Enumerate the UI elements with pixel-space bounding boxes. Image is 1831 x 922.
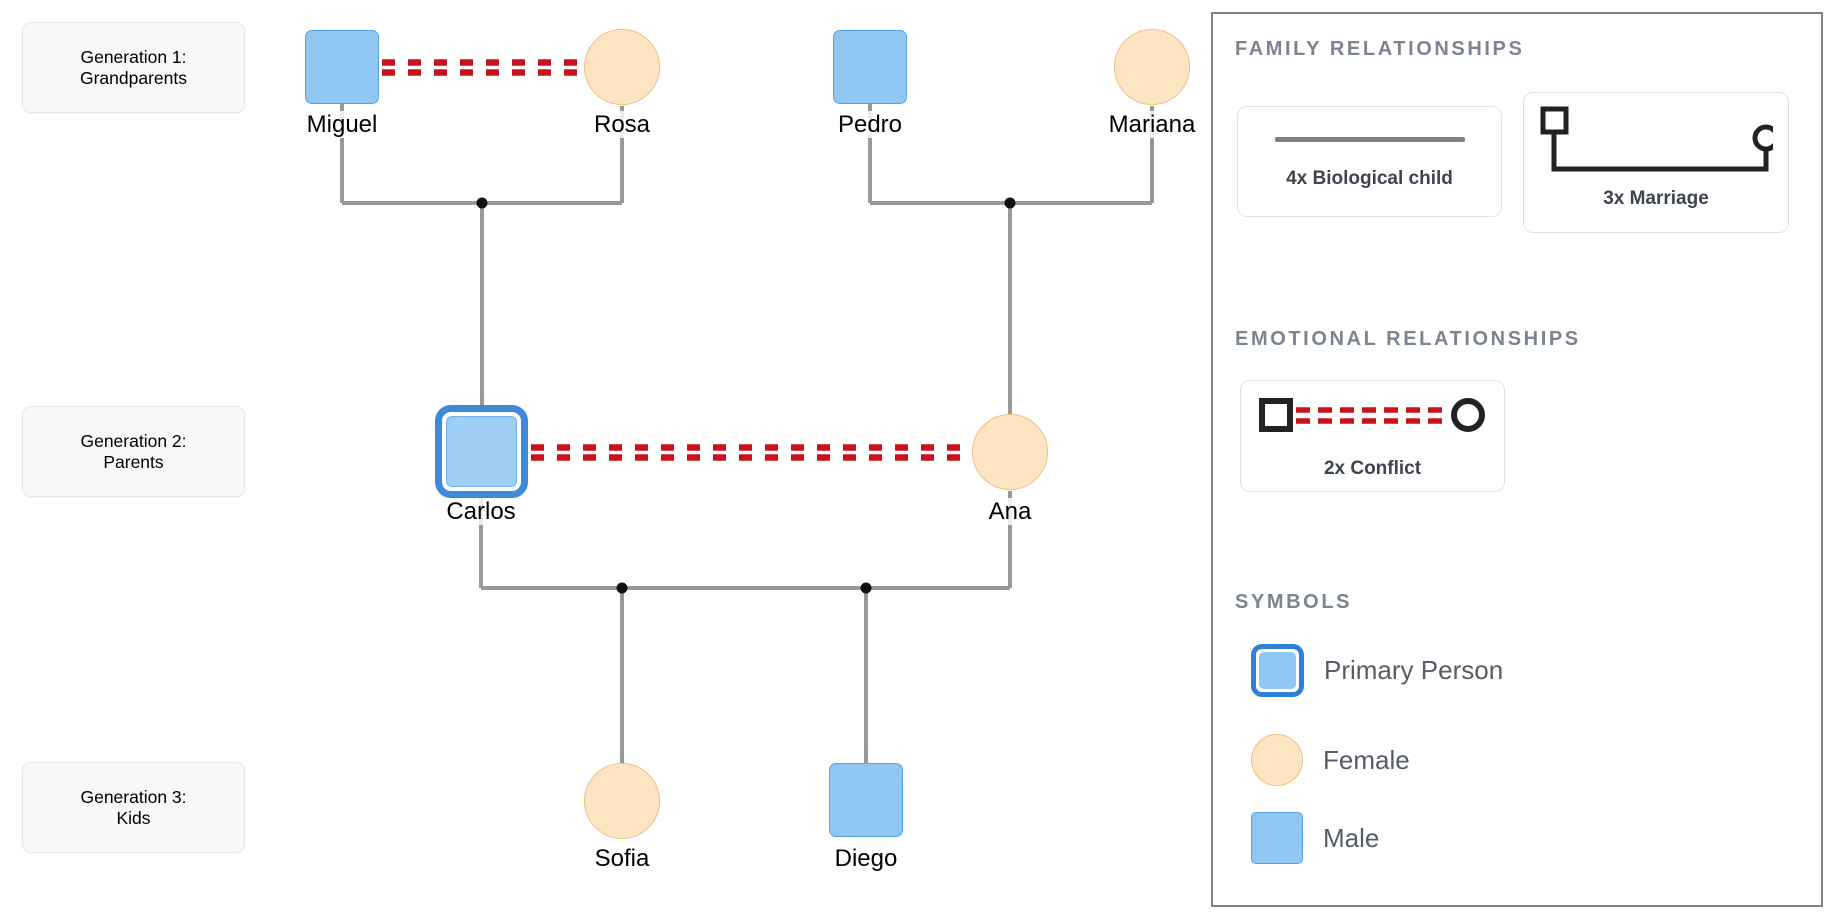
male-icon — [1251, 812, 1303, 864]
legend-label-marriage: 3x Marriage — [1603, 188, 1709, 209]
generation-2-line1: Generation 2: — [80, 430, 187, 451]
legend-heading-emotional: EMOTIONAL RELATIONSHIPS — [1235, 328, 1581, 350]
person-label-rosa: Rosa — [589, 111, 655, 138]
person-label-ana: Ana — [984, 498, 1036, 525]
generation-1-line2: Grandparents — [79, 67, 187, 88]
marriage-line-icon — [1540, 106, 1780, 172]
generation-2-label-box: Generation 2: Parents — [22, 406, 245, 497]
person-node-ana[interactable] — [972, 414, 1048, 490]
symbol-row-female: Female — [1251, 734, 1410, 786]
legend-label-biological-child: 4x Biological child — [1286, 168, 1453, 189]
carlos-inner-square — [446, 416, 517, 487]
generation-1-label-box: Generation 1: Grandparents — [22, 22, 245, 113]
person-label-miguel: Miguel — [302, 111, 382, 138]
female-icon — [1251, 734, 1303, 786]
family-line-miguel-rosa — [340, 104, 624, 406]
person-node-diego[interactable] — [829, 763, 903, 837]
legend-heading-family: FAMILY RELATIONSHIPS — [1235, 38, 1525, 60]
person-node-pedro[interactable] — [833, 30, 907, 104]
conflict-line-icon — [1258, 398, 1485, 432]
person-node-sofia[interactable] — [584, 763, 660, 839]
legend-card-conflict: 2x Conflict — [1240, 380, 1505, 492]
junction-dot-diego — [860, 582, 872, 594]
person-label-mariana: Mariana — [1104, 111, 1200, 138]
junction-dot-carlos — [476, 197, 488, 209]
legend-label-conflict: 2x Conflict — [1323, 458, 1422, 479]
legend-card-biological-child: 4x Biological child — [1237, 106, 1502, 217]
person-node-miguel[interactable] — [305, 30, 379, 104]
legend-panel: FAMILY RELATIONSHIPS 4x Biological child… — [1211, 12, 1823, 907]
junction-dot-ana — [1004, 197, 1016, 209]
person-label-diego: Diego — [830, 845, 902, 872]
conflict-line-miguel-rosa — [382, 59, 584, 76]
symbol-label-male: Male — [1323, 822, 1380, 853]
person-node-rosa[interactable] — [584, 29, 660, 105]
symbol-row-primary-person: Primary Person — [1251, 644, 1503, 697]
family-line-carlos-ana — [479, 491, 1012, 764]
legend-card-marriage: 3x Marriage — [1523, 92, 1789, 233]
junction-dot-sofia — [616, 582, 628, 594]
symbol-label-primary-person: Primary Person — [1324, 655, 1504, 685]
primary-person-icon — [1251, 644, 1304, 697]
person-label-carlos: Carlos — [442, 498, 520, 525]
family-line-pedro-mariana — [868, 104, 1154, 415]
generation-2-line2: Parents — [103, 451, 164, 472]
person-node-carlos-primary[interactable] — [435, 405, 528, 498]
generation-3-line1: Generation 3: — [80, 786, 187, 807]
person-node-mariana[interactable] — [1114, 29, 1190, 105]
legend-heading-symbols: SYMBOLS — [1235, 591, 1353, 613]
generation-1-line1: Generation 1: — [80, 46, 187, 67]
person-label-sofia: Sofia — [590, 845, 654, 872]
symbol-row-male: Male — [1251, 812, 1379, 864]
conflict-line-carlos-ana — [531, 444, 972, 461]
symbol-label-female: Female — [1323, 744, 1410, 775]
generation-3-line2: Kids — [116, 807, 151, 828]
person-label-pedro: Pedro — [833, 111, 907, 138]
biological-child-line-icon — [1274, 137, 1465, 142]
generation-3-label-box: Generation 3: Kids — [22, 762, 245, 853]
